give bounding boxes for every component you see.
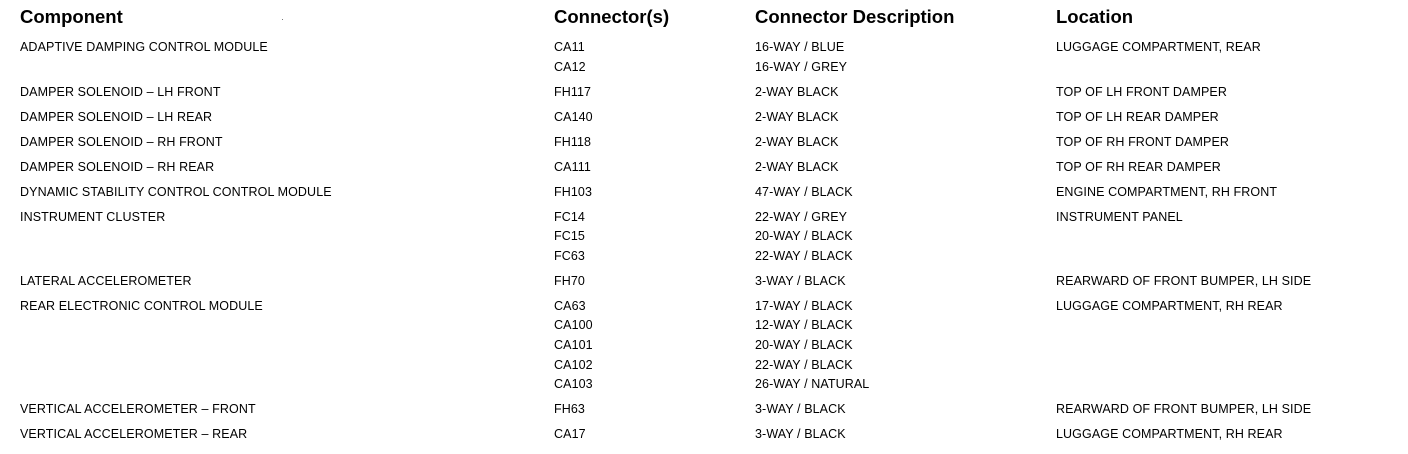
component-location: LUGGAGE COMPARTMENT, RH REAR [1056, 298, 1283, 313]
header-component: Component [20, 6, 123, 27]
component-name: DAMPER SOLENOID – RH FRONT [20, 134, 223, 149]
component-location: INSTRUMENT PANEL [1056, 209, 1183, 224]
component-name: DAMPER SOLENOID – LH FRONT [20, 84, 221, 99]
header-connectors: Connector(s) [554, 6, 670, 27]
connector-description: 22-WAY / BLACK [755, 248, 853, 263]
component-location: REARWARD OF FRONT BUMPER, LH SIDE [1056, 402, 1312, 417]
connector-code: CA103 [554, 377, 593, 392]
connector-description-list: 2-WAY BLACK [755, 133, 839, 153]
connector-description-list: 16-WAY / BLUE 16-WAY / GREY [755, 38, 847, 77]
component-location: TOP OF RH REAR DAMPER [1056, 159, 1221, 174]
component-location: LUGGAGE COMPARTMENT, REAR [1056, 40, 1261, 54]
component-location: REARWARD OF FRONT BUMPER, LH SIDE [1056, 273, 1312, 288]
connector-code: FC63 [554, 248, 585, 263]
connector-description: 20-WAY / BLACK [755, 229, 853, 244]
connector-list: FH118 [554, 133, 591, 153]
connector-description-list: 2-WAY BLACK [755, 108, 839, 128]
connector-code: CA17 [554, 427, 586, 442]
connector-description: 3-WAY / BLACK [755, 427, 846, 442]
component-name: REAR ELECTRONIC CONTROL MODULE [20, 298, 263, 313]
component-location: ENGINE COMPARTMENT, RH FRONT [1056, 184, 1278, 199]
connector-code: CA63 [554, 298, 586, 313]
connector-description: 2-WAY BLACK [755, 134, 839, 149]
component-name: INSTRUMENT CLUSTER [20, 209, 166, 224]
connector-description-list: 3-WAY / BLACK [755, 400, 846, 420]
connector-code: FH118 [554, 134, 592, 149]
component-name: DYNAMIC STABILITY CONTROL CONTROL MODULE [20, 184, 332, 199]
header-location: Location [1056, 6, 1134, 27]
connector-description: 2-WAY BLACK [755, 109, 839, 124]
connector-description: 3-WAY / BLACK [755, 273, 846, 288]
connector-description-list: 2-WAY BLACK [755, 158, 839, 178]
component-location: TOP OF LH REAR DAMPER [1056, 109, 1219, 124]
connector-code: CA101 [554, 337, 593, 352]
connector-code: CA100 [554, 318, 593, 333]
connector-code: FC15 [554, 229, 585, 244]
connector-list: CA111 [554, 158, 591, 178]
connector-description: 3-WAY / BLACK [755, 402, 846, 417]
connector-list: CA140 [554, 108, 593, 128]
connector-description-list: 47-WAY / BLACK [755, 183, 853, 203]
component-name: DAMPER SOLENOID – RH REAR [20, 159, 215, 174]
table-header-row: Component Connector(s) Connector Descrip… [0, 5, 1408, 31]
connector-description: 26-WAY / NATURAL [755, 377, 870, 392]
connector-code: FH63 [554, 402, 585, 417]
component-location: TOP OF LH FRONT DAMPER [1056, 84, 1227, 99]
component-location: TOP OF RH FRONT DAMPER [1056, 134, 1230, 149]
connector-description: 17-WAY / BLACK [755, 298, 853, 313]
connector-code: FH70 [554, 273, 585, 288]
connector-description-list: 3-WAY / BLACK [755, 425, 846, 445]
component-name: DAMPER SOLENOID – LH REAR [20, 109, 213, 124]
connector-code: CA11 [554, 40, 585, 54]
connector-description: 22-WAY / GREY [755, 209, 848, 224]
connector-code: FC14 [554, 209, 585, 224]
connector-description: 47-WAY / BLACK [755, 184, 853, 199]
connector-list: CA17 [554, 425, 586, 445]
connector-list: FH63 [554, 400, 585, 420]
connector-list: FH103 [554, 183, 592, 203]
connector-code: FH103 [554, 184, 593, 199]
connector-description-list: 3-WAY / BLACK [755, 272, 846, 292]
connector-description-list: 2-WAY BLACK [755, 83, 839, 103]
connector-list: FH70 [554, 272, 585, 292]
connector-description: 16-WAY / BLUE [755, 40, 845, 54]
connector-description: 2-WAY BLACK [755, 159, 839, 174]
connector-description: 2-WAY BLACK [755, 84, 839, 99]
connector-code: CA111 [554, 159, 591, 174]
component-name: LATERAL ACCELEROMETER [20, 273, 192, 288]
connector-list: FH117 [554, 83, 591, 103]
connector-code: CA140 [554, 109, 593, 124]
connector-description-list: 17-WAY / BLACK 12-WAY / BLACK 20-WAY / BLA… [755, 297, 869, 395]
connector-description: 12-WAY / BLACK [755, 318, 853, 333]
connector-description: 22-WAY / BLACK [755, 357, 853, 372]
component-name: ADAPTIVE DAMPING CONTROL MODULE [20, 40, 268, 54]
connector-description: 20-WAY / BLACK [755, 337, 853, 352]
scan-speck [282, 19, 283, 20]
component-location: LUGGAGE COMPARTMENT, RH REAR [1056, 427, 1283, 442]
component-name: VERTICAL ACCELEROMETER – FRONT [20, 402, 256, 417]
connector-description: 16-WAY / GREY [755, 59, 848, 74]
header-connector-description: Connector Description [755, 6, 955, 27]
connector-description-list: 22-WAY / GREY 20-WAY / BLACK 22-WAY / BLAC… [755, 208, 853, 267]
connector-code: CA12 [554, 59, 586, 74]
component-name: VERTICAL ACCELEROMETER – REAR [20, 427, 248, 442]
connector-code: CA102 [554, 357, 593, 372]
connector-code: FH117 [554, 84, 592, 99]
